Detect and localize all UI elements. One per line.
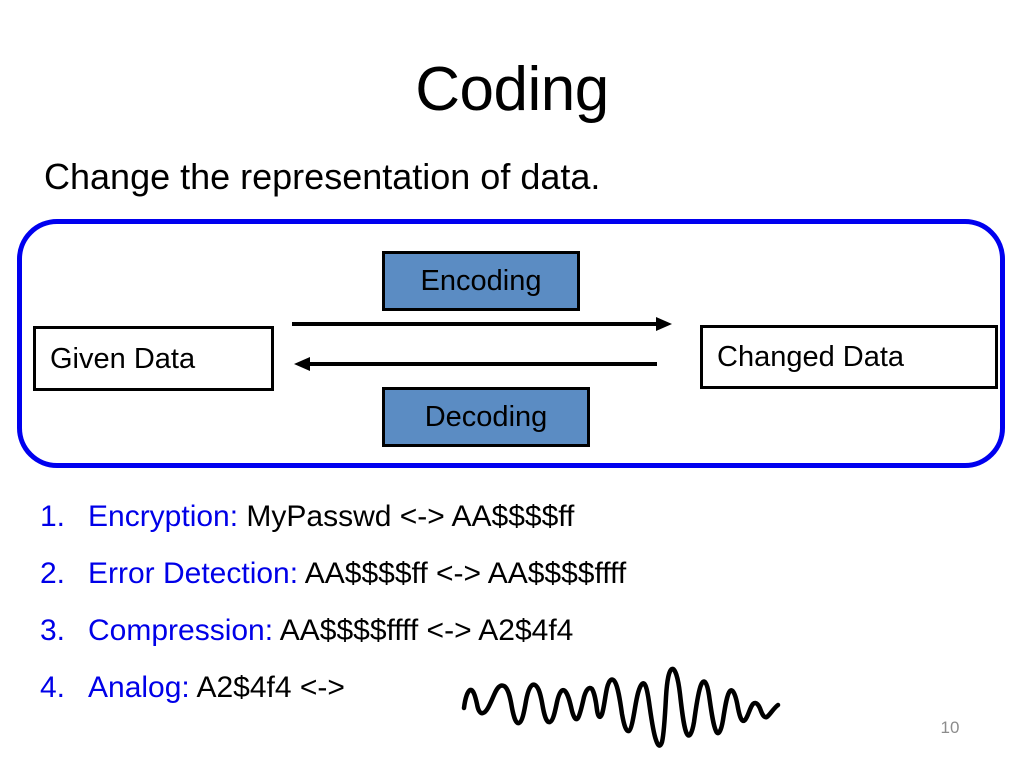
given-data-box: Given Data [33,326,274,391]
coding-examples-list: 1. Encryption: MyPasswd <-> AA$$$$ff 2. Er… [40,497,980,725]
decoding-box-label: Decoding [424,401,548,433]
list-item-label: Encryption: [88,500,247,533]
decoding-box: Decoding [382,387,590,447]
list-item-label: Analog: [88,671,197,704]
list-item-value: A2$4f4 <-> [196,671,345,704]
page-title: Coding [415,55,609,124]
encoding-box-label: Encoding [420,265,542,297]
analog-waveform-sketch [461,666,781,748]
list-item: 3. Compression: AA$$$$ffff <-> A2$4f4 [40,611,980,668]
list-item: 1. Encryption: MyPasswd <-> AA$$$$ff [40,497,980,554]
list-item-value: AA$$$$ff <-> AA$$$$ffff [304,557,627,590]
list-item-number: 2. [40,557,66,590]
list-item-label: Error Detection: [88,557,305,590]
slide-subtitle: Change the representation of data. [44,156,601,197]
list-item: 4. Analog: A2$4f4 <-> [40,668,980,725]
coding-diagram: Encoding Decoding Given Data Changed Dat… [17,219,1005,468]
list-item-number: 1. [40,500,66,533]
list-item-value: AA$$$$ffff <-> A2$4f4 [279,614,574,647]
list-item-number: 3. [40,614,66,647]
list-item-label: Compression: [88,614,280,647]
page-number: 10 [940,718,960,737]
changed-data-box: Changed Data [700,325,998,389]
given-data-label: Given Data [50,342,196,375]
list-item: 2. Error Detection: AA$$$$ff <-> AA$$$$ff… [40,554,980,611]
changed-data-label: Changed Data [717,341,905,373]
encoding-box: Encoding [382,251,580,311]
list-item-number: 4. [40,671,66,704]
diagram-frame-rounded-rect [17,219,1005,468]
list-item-value: MyPasswd <-> AA$$$$ff [246,500,575,533]
